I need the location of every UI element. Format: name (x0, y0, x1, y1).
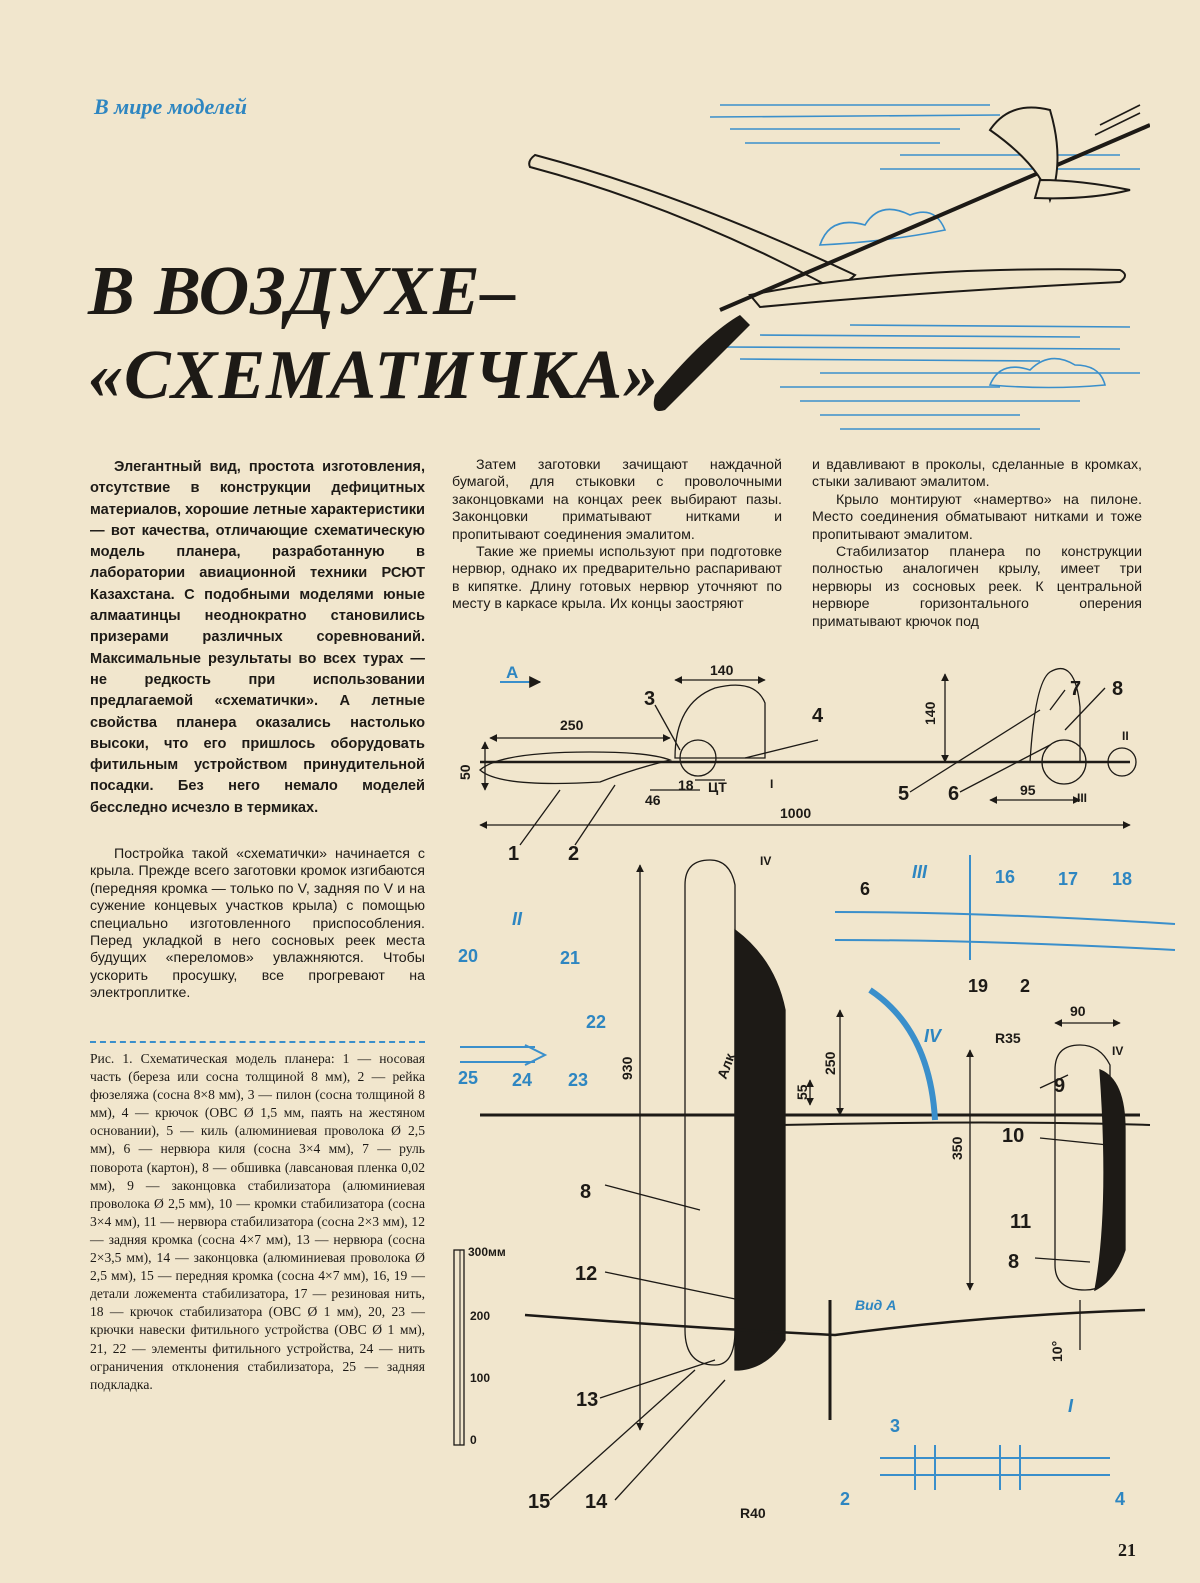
dim-label: 250 (822, 1051, 838, 1075)
paragraph: Постройка такой «схематички» начинается … (90, 846, 425, 1002)
detail-I-ref: I (1068, 1396, 1074, 1416)
technical-drawing: 250 140 140 50 46 18 95 1000 ЦТ А I II I… (453, 662, 1176, 1521)
dim-label: R40 (740, 1505, 766, 1521)
callout: 13 (576, 1389, 598, 1411)
callout: 19 (968, 976, 988, 996)
callout: 17 (1058, 869, 1078, 889)
callout: 2 (568, 843, 579, 865)
dim-label: 140 (922, 701, 938, 725)
callout: 6 (860, 879, 870, 899)
callout: 6 (948, 783, 959, 805)
article-title: В ВОЗДУХЕ– «СХЕМАТИЧКА» (88, 250, 659, 418)
callout: 25 (458, 1068, 478, 1088)
front-view-label: Вид А (855, 1297, 896, 1313)
callout: 21 (560, 948, 580, 968)
dim-label: 46 (645, 792, 661, 808)
detail-II-ref: II (512, 909, 523, 929)
paragraph: Стабилизатор планера по конструкции полн… (812, 544, 1142, 630)
detail-IV-ref: IV (924, 1026, 943, 1046)
callout: 24 (512, 1070, 532, 1090)
callout: 7 (1070, 678, 1081, 700)
column-3: и вдавливают в проколы, сделанные в кром… (812, 457, 1142, 631)
paragraph: Такие же приемы используют при подготовк… (452, 544, 782, 613)
scale-label: 300мм (468, 1245, 506, 1259)
callout: 20 (458, 946, 478, 966)
dim-label: 1000 (780, 805, 811, 821)
detail-III-ref: III (912, 862, 928, 882)
glider-illustration (528, 104, 1150, 430)
column-1-lead: Элегантный вид, простота изготовления, о… (90, 457, 425, 819)
figure-caption: Рис. 1. Схематическая модель планера: 1 … (90, 1051, 425, 1392)
dim-label: 50 (457, 764, 473, 780)
detail-III-sketch (834, 911, 1176, 951)
dim-label: 95 (1020, 782, 1036, 798)
callout: 14 (585, 1491, 608, 1513)
detail-ref: III (1077, 791, 1087, 805)
scale-label: 200 (470, 1309, 490, 1323)
callout: 11 (1010, 1211, 1031, 1233)
detail-II-sketch (460, 1044, 548, 1066)
callout: 23 (568, 1070, 588, 1090)
detail-ref: IV (1112, 1044, 1123, 1058)
paragraph: Затем заготовки зачищают наждачной бумаг… (452, 457, 782, 543)
dim-label: R35 (995, 1030, 1021, 1046)
callout: 12 (575, 1263, 597, 1285)
callout: 2 (1020, 976, 1030, 996)
callout: 8 (1008, 1251, 1019, 1273)
paragraph: и вдавливают в проколы, сделанные в кром… (812, 457, 1142, 491)
callout: 3 (890, 1416, 900, 1436)
pylon (674, 684, 766, 759)
callout: 10 (1002, 1125, 1024, 1147)
dim-label: 18 (678, 777, 694, 793)
front-view-wing (524, 1308, 1146, 1337)
paragraph: Крыло монтируют «намертво» на пилоне. Ме… (812, 491, 1142, 543)
page-number: 21 (1118, 1540, 1136, 1560)
title-line-2: «СХЕМАТИЧКА» (88, 337, 660, 414)
caption-divider (90, 1041, 425, 1043)
scale-label: 100 (470, 1371, 490, 1385)
dim-label: 140 (710, 662, 734, 678)
view-marker: А (506, 663, 518, 682)
detail-IV-sketch (868, 987, 938, 1121)
detail-ref: IV (760, 854, 771, 868)
column-1: Постройка такой «схематички» начинается … (90, 846, 425, 1003)
callout: 3 (644, 688, 655, 710)
callout: 5 (898, 783, 909, 805)
callout: 2 (840, 1489, 850, 1509)
callout: 1 (508, 843, 519, 865)
callout: 4 (1115, 1489, 1125, 1509)
detail-ref: II (1122, 729, 1129, 743)
callout: 9 (1054, 1075, 1065, 1097)
dim-label: 90 (1070, 1003, 1086, 1019)
callout: 16 (995, 867, 1015, 887)
detail-ref: I (770, 777, 773, 791)
section-heading: В мире моделей (94, 94, 247, 119)
column-2: Затем заготовки зачищают наждачной бумаг… (452, 457, 782, 614)
callout: 15 (528, 1491, 550, 1513)
wing-plan (684, 859, 736, 1366)
angle-label: 10° (1049, 1341, 1065, 1362)
callout: 22 (586, 1012, 606, 1032)
callout: 18 (1112, 869, 1132, 889)
callout: 4 (812, 705, 824, 727)
callout: 8 (580, 1181, 591, 1203)
title-line-1: В ВОЗДУХЕ– (88, 253, 517, 330)
dim-label: 250 (560, 717, 584, 733)
nose-block (479, 751, 673, 785)
dim-label: 55 (794, 1084, 810, 1100)
dim-label: 350 (949, 1136, 965, 1160)
callout: 8 (1112, 678, 1123, 700)
dim-label: 930 (619, 1056, 635, 1080)
detail-I-sketch (880, 1445, 1110, 1490)
cg-label: ЦТ (708, 779, 727, 795)
fin (1029, 667, 1081, 763)
scale-label: 0 (470, 1433, 477, 1447)
lead-paragraph: Элегантный вид, простота изготовления, о… (90, 459, 425, 816)
